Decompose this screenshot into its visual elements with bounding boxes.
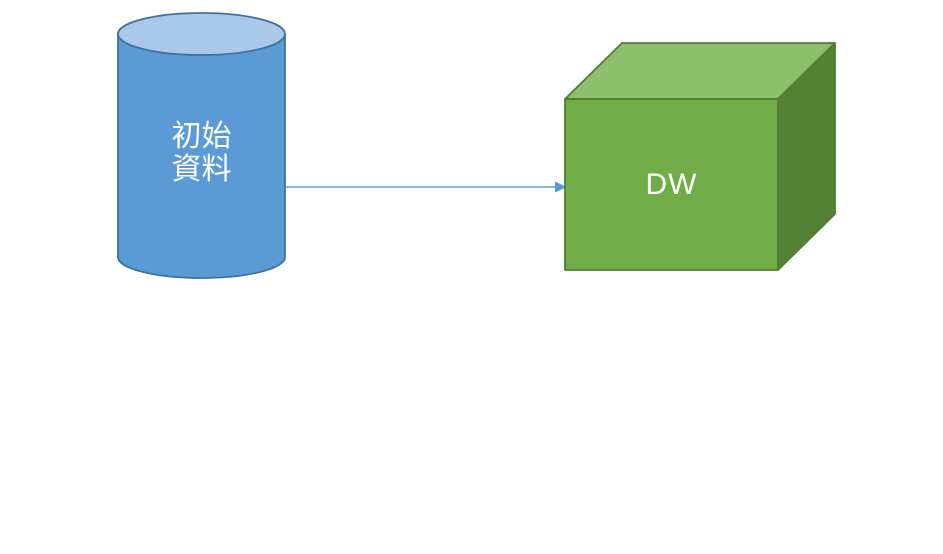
arrowhead-icon	[555, 181, 567, 193]
cube-top-face	[565, 43, 835, 99]
cube-right-face	[778, 43, 835, 270]
cube-front-outline	[564, 98, 779, 271]
source-cylinder	[117, 12, 286, 279]
cylinder-top-outline	[117, 12, 286, 56]
cylinder-body	[118, 34, 285, 278]
connector-arrow	[286, 181, 567, 193]
target-cube	[564, 42, 836, 271]
cube-front-face	[565, 99, 778, 270]
cylinder-top-face	[118, 13, 285, 55]
cylinder-body-outline	[117, 34, 286, 279]
